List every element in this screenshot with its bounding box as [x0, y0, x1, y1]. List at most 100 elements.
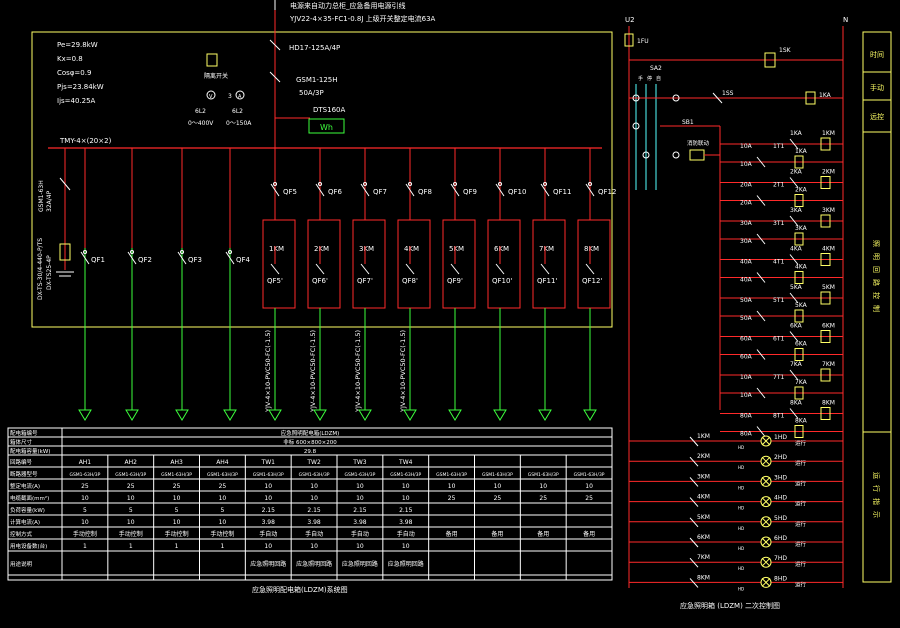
ka-nc-5 [756, 310, 766, 322]
lamp-x-b-1 [761, 436, 771, 446]
table-row-label-2: 断路器型号 [10, 470, 38, 478]
table-cell-1-7: TW3 [352, 459, 367, 466]
fuse-icon [624, 33, 634, 47]
amp-label-7: 10A [740, 374, 753, 381]
ka-coil-8 [794, 425, 804, 438]
table-cell-3-4: 25 [219, 483, 227, 490]
table-cell-8-5: 10 [264, 543, 272, 550]
breaker-qf6-dot [318, 182, 322, 186]
ammeter-sym: A [238, 94, 242, 100]
amp-label-b-7: 10A [740, 392, 753, 399]
contactor-label-8: 8KM [584, 245, 599, 253]
left-panel-frame [31, 31, 613, 328]
ka-coil-7 [794, 386, 804, 400]
amp-label-b-4: 40A [740, 277, 753, 284]
contactor-box-6 [487, 219, 521, 309]
timer-contact-label-8: 8T1 [773, 413, 784, 420]
lamp-state-2: 运行 [795, 459, 807, 467]
a-meter-type: 6L2 [232, 108, 243, 115]
selector-contact-1 [632, 94, 640, 102]
contactor-contact-2 [315, 263, 325, 275]
main-switch-label: HD17-125A/4P [289, 44, 340, 52]
breaker-qf2-dot [130, 250, 134, 254]
ka-contact-1 [789, 138, 799, 150]
legend-manual: 手动 [870, 83, 884, 92]
amp-label-6: 60A [740, 336, 753, 343]
breaker-qf3-dot [180, 250, 184, 254]
ka-label-1: 1KA [790, 130, 803, 137]
main-relay-label: 1KA [819, 92, 832, 99]
table-cell-4-10: 25 [494, 495, 502, 502]
ka-nc-7 [756, 387, 766, 399]
table-cell-3-5: 10 [264, 483, 272, 490]
table-head-label-2: 箱体尺寸 [10, 438, 33, 446]
table-cell-5-3: 5 [175, 507, 179, 514]
table-head-label-3: 配电箱容量(kW) [10, 447, 50, 455]
spd-model: DX-TS-30/4-440-P/TS [37, 238, 44, 300]
table-cell-2-2: GSM1-63H/3P [115, 472, 146, 478]
spd-model-2: DX-TS25-4P [46, 255, 53, 290]
table-cell-4-2: 10 [127, 495, 135, 502]
label-qf9: QF9 [463, 188, 477, 196]
km-coil-label-3: 3KM [822, 207, 835, 214]
contactor-box-1 [262, 219, 296, 309]
lamp-x-b-5 [761, 517, 771, 527]
breaker-qf1-dot [83, 250, 87, 254]
table-cell-3-1: 25 [81, 483, 89, 490]
table-cell-2-9: GSM1-63H/3P [436, 472, 467, 478]
side-legend: 时间 手动 远控 照明回路控制 运行指示 [862, 31, 892, 583]
selector-pos-3: 自 [656, 75, 661, 82]
table-cell-4-7: 10 [356, 495, 364, 502]
table-head-label-1: 配电箱编号 [10, 429, 38, 437]
contactor-contact-8 [585, 263, 595, 275]
main-relay-coil [805, 91, 816, 105]
label-qf10: QF10 [508, 188, 526, 196]
lamp-label-8: 8HD [774, 575, 787, 582]
ka-nc-6 [756, 349, 766, 360]
breaker-qf4 [225, 251, 235, 265]
v-meter-type: 6L2 [195, 108, 206, 115]
timer-coil [764, 52, 776, 68]
ka-coil-label-6: 6KA [795, 341, 808, 348]
table-cell-8-7: 10 [356, 543, 364, 550]
km-coil-6 [820, 330, 831, 343]
table-cell-3-11: 10 [539, 483, 547, 490]
table-row-label-8: 用电设备数(台) [10, 542, 47, 550]
km-coil-label-7: 7KM [822, 361, 835, 368]
ka-contact-5 [789, 292, 799, 304]
contactor-box-3 [352, 219, 386, 309]
table-cell-7-3: 手动控制 [165, 530, 189, 538]
selector-contact-4 [642, 151, 650, 159]
param-kx: Kx=0.8 [57, 55, 83, 63]
table-cell-1-6: TW2 [306, 459, 321, 466]
lamp-x-b-8 [761, 578, 771, 587]
label-qf2: QF2 [138, 256, 152, 264]
contactor-box-8 [577, 219, 611, 309]
breaker-qf4-dot [228, 250, 232, 254]
ct-count: 3 [228, 93, 232, 100]
contactor-label-3: 3KM [359, 245, 374, 253]
table-cell-3-7: 10 [356, 483, 364, 490]
top-cable: YJV22-4×35-FC1-0.8J 上级开关整定电流63A [289, 14, 436, 23]
table-cell-2-1: GSM1-63H/3P [69, 472, 100, 478]
breaker-qf8-dot [408, 182, 412, 186]
label-qf5: QF5 [283, 188, 297, 196]
table-row-label-9: 用途说明 [10, 560, 33, 568]
table-cell-2-3: GSM1-63H/3P [161, 472, 192, 478]
stop-button [712, 92, 723, 104]
table-frame [7, 427, 613, 581]
lamp-label-1: 1HD [774, 434, 787, 441]
lamp-contact-3 [689, 477, 699, 487]
fire-signal-label: 消防联动 [687, 139, 710, 147]
lamp-x-b-4 [761, 497, 771, 506]
contactor-breaker-4: QF8' [402, 277, 418, 285]
timer-label: 1SK [779, 47, 792, 54]
selector-label: SA2 [650, 65, 662, 72]
breaker-qf8 [405, 183, 415, 197]
amp-label-8: 80A [740, 413, 753, 420]
circuit-table: 配电箱编号应急照明配电箱(LDZM)箱体尺寸非标 600×800×200配电箱容… [7, 427, 613, 581]
table-cell-4-1: 10 [81, 495, 89, 502]
table-cell-1-8: TW4 [398, 459, 413, 466]
table-row-label-7: 控制方式 [10, 530, 33, 538]
lamp-x-b-2 [761, 456, 771, 466]
